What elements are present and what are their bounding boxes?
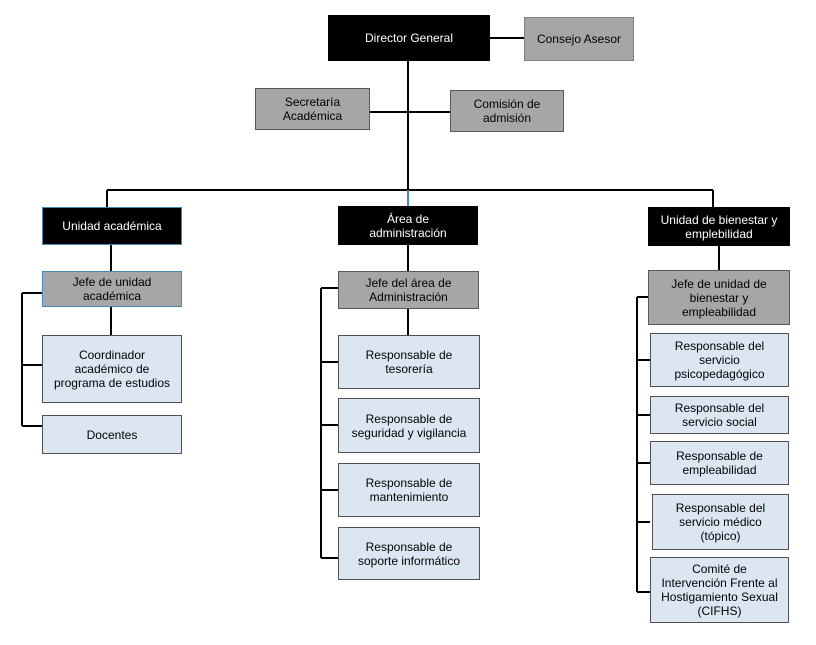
responsable-psicopedagogico-box: Responsable del servicio psicopedagógico bbox=[650, 333, 789, 387]
responsable-empleabilidad-box: Responsable de empleabilidad bbox=[650, 441, 789, 485]
coordinador-academico-box: Coordinador académico de programa de est… bbox=[42, 335, 182, 403]
docentes-box: Docentes bbox=[42, 415, 182, 454]
unidad-academica-box: Unidad académica bbox=[42, 207, 182, 245]
consejo-asesor-box: Consejo Asesor bbox=[524, 17, 634, 61]
responsable-seguridad-box: Responsable de seguridad y vigilancia bbox=[338, 398, 480, 453]
jefe-unidad-bienestar-box: Jefe de unidad de bienestar y empleabili… bbox=[648, 270, 790, 325]
unidad-bienestar-box: Unidad de bienestar y emplebilidad bbox=[648, 207, 790, 246]
responsable-mantenimiento-box: Responsable de mantenimiento bbox=[338, 463, 480, 517]
responsable-soporte-box: Responsable de soporte informático bbox=[338, 527, 480, 580]
jefe-unidad-academica-box: Jefe de unidad académica bbox=[42, 271, 182, 307]
comision-admision-box: Comisión de admisión bbox=[450, 90, 564, 132]
responsable-tesoreria-box: Responsable de tesorería bbox=[338, 335, 480, 389]
secretaria-academica-box: Secretaría Académica bbox=[255, 88, 370, 130]
responsable-servicio-social-box: Responsable del servicio social bbox=[650, 396, 789, 434]
area-administracion-box: Área de administración bbox=[338, 206, 478, 245]
jefe-area-administracion-box: Jefe del área de Administración bbox=[338, 271, 479, 309]
director-general-box: Director General bbox=[328, 15, 490, 61]
comite-cifhs-box: Comité de Intervención Frente al Hostiga… bbox=[650, 557, 789, 623]
responsable-servicio-medico-box: Responsable del servicio médico (tópico) bbox=[652, 494, 789, 550]
